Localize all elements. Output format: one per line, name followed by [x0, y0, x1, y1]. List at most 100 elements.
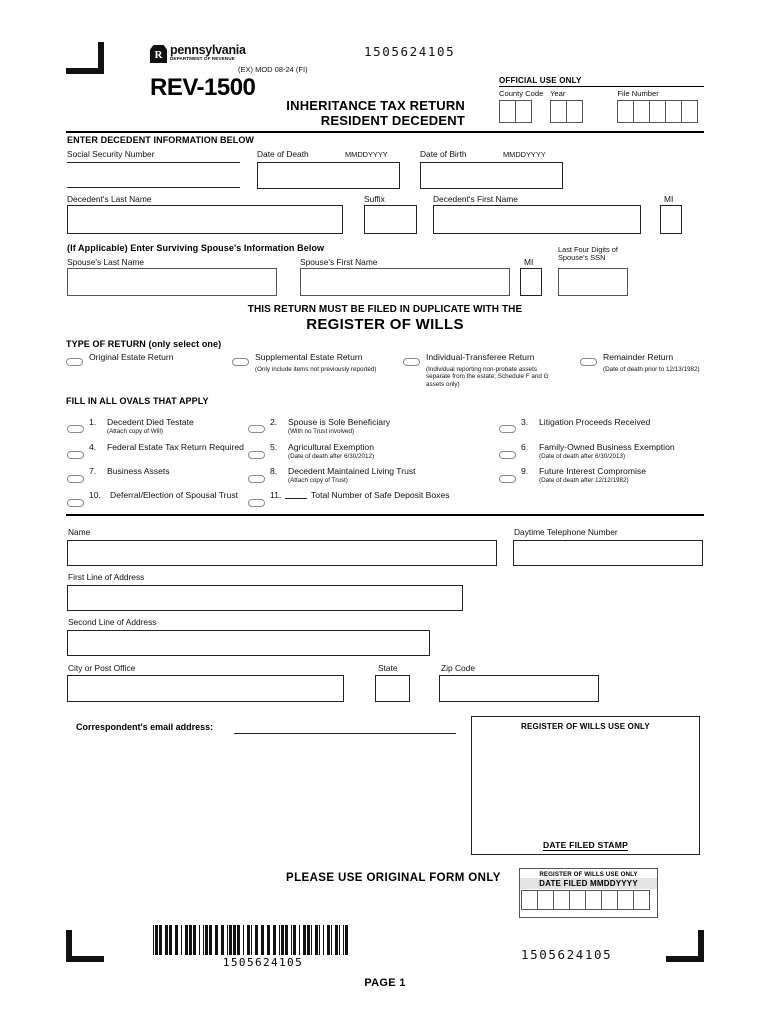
spouse-first-name-label: Spouse's First Name: [300, 257, 378, 267]
return-type-remainder-label: Remainder Return: [603, 352, 674, 362]
oval-icon[interactable]: [248, 499, 265, 507]
return-type-original-estate[interactable]: [66, 353, 83, 371]
year-cell[interactable]: [566, 100, 584, 123]
state-input[interactable]: [375, 675, 410, 702]
daytime-phone-label: Daytime Telephone Number: [514, 527, 618, 537]
return-type-individual-transferee[interactable]: [403, 353, 420, 371]
address-line-1-input[interactable]: [67, 585, 463, 611]
oval-icon[interactable]: [248, 451, 265, 459]
spouse-ssn-label-line1: Last Four Digits of: [558, 245, 618, 254]
oval-item-3[interactable]: [499, 420, 516, 438]
oval-item-6[interactable]: [499, 446, 516, 464]
oval-item-2[interactable]: [248, 420, 265, 438]
oval-icon[interactable]: [248, 475, 265, 483]
oval-icon[interactable]: [403, 358, 420, 366]
oval-item-8-label: Decedent Maintained Living Trust: [288, 466, 416, 476]
oval-item-9[interactable]: [499, 470, 516, 488]
decedent-mi-input[interactable]: [660, 205, 682, 234]
oval-icon[interactable]: [499, 425, 516, 433]
return-type-remainder[interactable]: [580, 353, 597, 371]
oval-item-6-sub: (Date of death after 6/30/2013): [539, 453, 626, 460]
oval-item-1[interactable]: [67, 420, 84, 438]
return-type-supplemental-estate-label: Supplemental Estate Return: [255, 352, 363, 362]
oval-item-11-label: Total Number of Safe Deposit Boxes: [311, 490, 450, 500]
oval-item-4[interactable]: [67, 446, 84, 464]
oval-item-11[interactable]: [248, 494, 265, 512]
correspondent-name-input[interactable]: [67, 540, 497, 566]
oval-icon[interactable]: [248, 425, 265, 433]
oval-icon[interactable]: [67, 475, 84, 483]
oval-item-7[interactable]: [67, 470, 84, 488]
revision-code: (EX) MOD 08-24 (FI): [238, 65, 308, 74]
crop-mark-top-left: [66, 42, 104, 74]
address-line-1-label: First Line of Address: [68, 572, 145, 582]
oval-item-2-label: Spouse is Sole Beneficiary: [288, 417, 391, 427]
date-filed-cell[interactable]: [617, 890, 634, 910]
ssn-input[interactable]: [67, 162, 240, 188]
zip-input[interactable]: [439, 675, 599, 702]
date-filed-cell[interactable]: [537, 890, 554, 910]
address-line-2-input[interactable]: [67, 630, 430, 656]
oval-item-5[interactable]: [248, 446, 265, 464]
oval-item-8[interactable]: [248, 470, 265, 488]
agency-name: pennsylvania: [170, 43, 246, 57]
file-number-cells[interactable]: [617, 100, 704, 123]
file-number-cell[interactable]: [665, 100, 683, 123]
date-of-death-input[interactable]: [257, 162, 400, 189]
file-number-cell[interactable]: [681, 100, 699, 123]
county-code-label: County Code: [499, 89, 544, 98]
year-cell[interactable]: [550, 100, 568, 123]
date-filed-cell[interactable]: [585, 890, 602, 910]
date-of-birth-format: MMDDYYYY: [503, 150, 546, 159]
date-filed-cell[interactable]: [521, 890, 538, 910]
decedent-last-name-input[interactable]: [67, 205, 343, 234]
county-code-cell[interactable]: [499, 100, 516, 123]
oval-item-2-number: 2.: [270, 417, 278, 427]
filing-notice-line-2: REGISTER OF WILLS: [306, 316, 464, 333]
date-filed-cell[interactable]: [569, 890, 586, 910]
date-filed-cell[interactable]: [553, 890, 570, 910]
oval-icon[interactable]: [67, 499, 84, 507]
county-code-cells[interactable]: [499, 100, 550, 123]
spouse-mi-input[interactable]: [520, 268, 542, 296]
spouse-ssn-input[interactable]: [558, 268, 628, 296]
date-filed-stamp-footer: DATE FILED STAMP: [543, 840, 628, 851]
barcode-block: 1505624105: [153, 925, 373, 969]
oval-item-7-label: Business Assets: [107, 466, 170, 476]
crop-mark-bottom-right: [666, 930, 704, 962]
file-number-cell[interactable]: [633, 100, 651, 123]
county-code-cell[interactable]: [515, 100, 532, 123]
oval-item-11-number: 11.: [270, 490, 282, 500]
file-number-cell[interactable]: [617, 100, 635, 123]
daytime-phone-input[interactable]: [513, 540, 703, 566]
spouse-first-name-input[interactable]: [300, 268, 510, 296]
decedent-first-name-input[interactable]: [433, 205, 641, 234]
year-cells[interactable]: [550, 100, 617, 123]
spouse-last-name-input[interactable]: [67, 268, 277, 296]
return-type-supplemental-estate[interactable]: [232, 353, 249, 371]
oval-icon[interactable]: [66, 358, 83, 366]
safe-deposit-count-input[interactable]: [285, 498, 307, 499]
oval-icon[interactable]: [580, 358, 597, 366]
file-number-cell[interactable]: [649, 100, 667, 123]
form-title-line-2: RESIDENT DECEDENT: [320, 113, 465, 128]
date-filed-cell[interactable]: [633, 890, 650, 910]
crop-mark-bottom-left: [66, 930, 104, 962]
suffix-label: Suffix: [364, 194, 385, 204]
suffix-input[interactable]: [364, 205, 417, 234]
oval-icon[interactable]: [67, 425, 84, 433]
correspondent-email-label: Correspondent's email address:: [76, 722, 214, 732]
oval-icon[interactable]: [499, 475, 516, 483]
oval-item-5-label: Agricultural Exemption: [288, 442, 374, 452]
oval-item-10[interactable]: [67, 494, 84, 512]
date-filed-stamp-footer-wrap: DATE FILED STAMP: [471, 835, 700, 853]
oval-icon[interactable]: [67, 451, 84, 459]
oval-icon[interactable]: [232, 358, 249, 366]
oval-icon[interactable]: [499, 451, 516, 459]
date-filed-cell[interactable]: [601, 890, 618, 910]
correspondent-email-input[interactable]: [234, 733, 456, 734]
date-of-birth-input[interactable]: [420, 162, 563, 189]
date-filed-cells[interactable]: [520, 890, 657, 910]
city-input[interactable]: [67, 675, 344, 702]
oval-item-3-label: Litigation Proceeds Received: [539, 417, 651, 427]
